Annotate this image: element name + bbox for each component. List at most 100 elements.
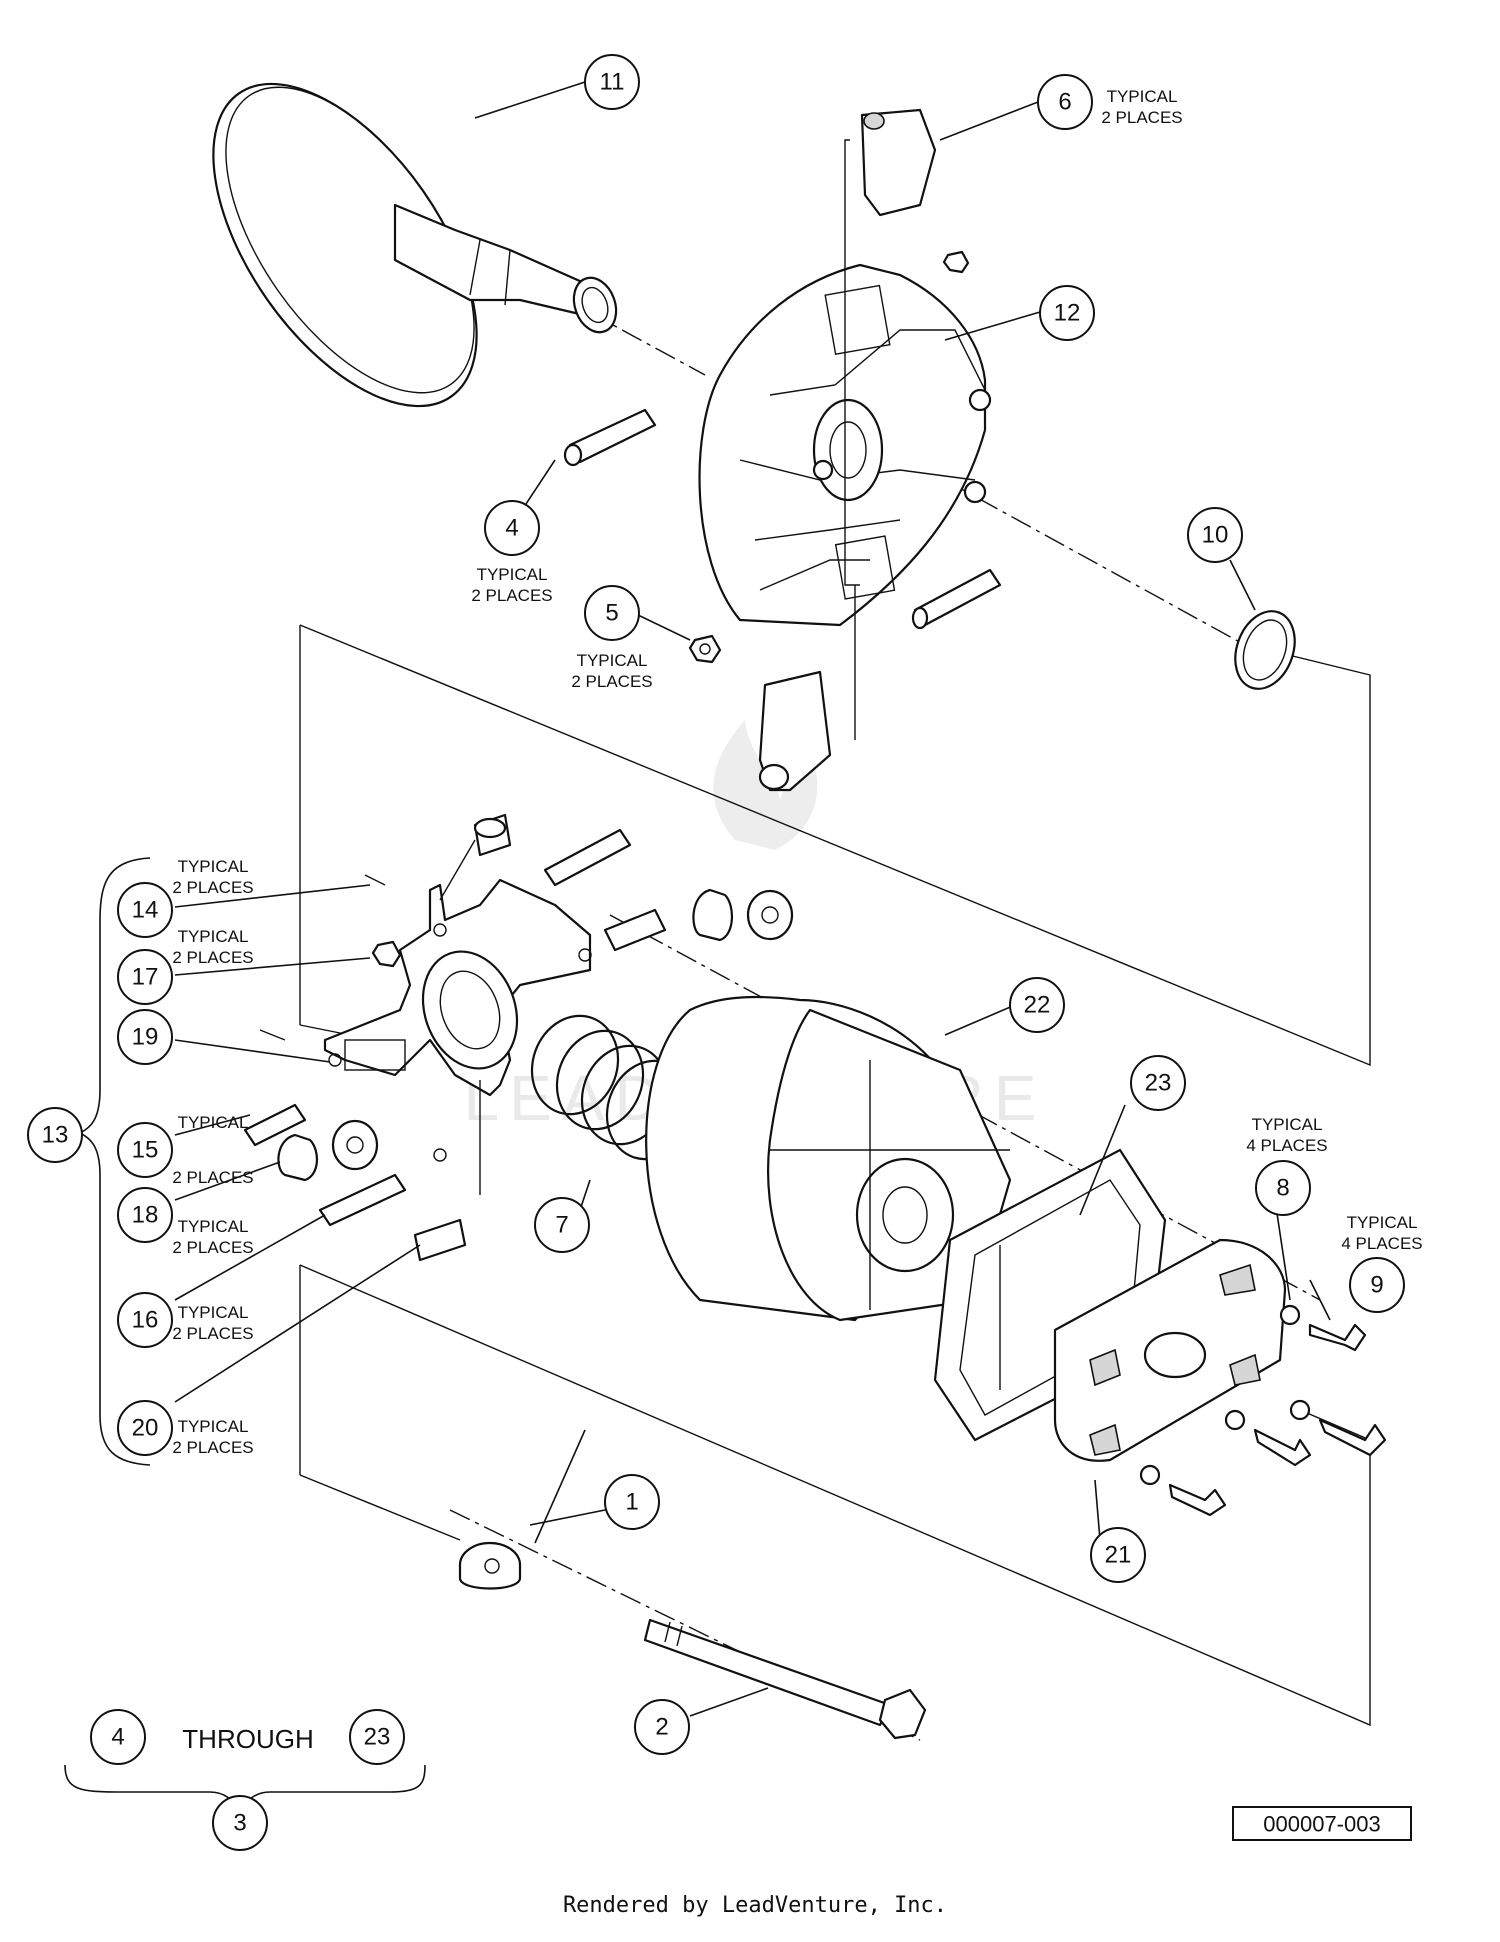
callout-19[interactable]: 19 [117, 1009, 173, 1065]
svg-text:2 PLACES: 2 PLACES [571, 672, 652, 691]
part-10-o-ring [1234, 610, 1296, 690]
svg-text:TYPICAL: TYPICAL [1347, 1213, 1418, 1232]
svg-text:12: 12 [1054, 300, 1081, 327]
note-15-typical: TYPICAL 2 PLACES [172, 1113, 253, 1187]
callout-15[interactable]: 15 [117, 1122, 173, 1178]
svg-text:23: 23 [364, 1724, 391, 1751]
note-4-typical: TYPICAL 2 PLACES [471, 565, 552, 605]
svg-text:2 PLACES: 2 PLACES [471, 586, 552, 605]
callout-21[interactable]: 21 [1090, 1527, 1146, 1583]
footer-credit: Rendered by LeadVenture, Inc. [563, 1893, 947, 1918]
svg-text:TYPICAL: TYPICAL [178, 927, 249, 946]
part-21-end-plate [1053, 1238, 1287, 1462]
parts-1-2-spacer-bolt [458, 1541, 927, 1740]
svg-text:5: 5 [605, 600, 618, 627]
svg-text:2 PLACES: 2 PLACES [172, 948, 253, 967]
svg-text:2 PLACES: 2 PLACES [172, 1168, 253, 1187]
note-16-typical: TYPICAL 2 PLACES [172, 1303, 253, 1343]
leader-lines [174, 81, 1331, 1717]
note-14-typical: TYPICAL 2 PLACES [172, 857, 253, 897]
svg-text:11: 11 [600, 69, 625, 96]
part-12-movable-sheave [698, 263, 992, 627]
svg-text:14: 14 [132, 897, 159, 924]
callout-13[interactable]: 13 [27, 1107, 83, 1163]
callout-6[interactable]: 6 [1037, 74, 1093, 130]
callout-2[interactable]: 2 [634, 1699, 690, 1755]
svg-text:2 PLACES: 2 PLACES [172, 1324, 253, 1343]
svg-text:TYPICAL: TYPICAL [178, 1113, 249, 1132]
svg-text:23: 23 [1145, 1070, 1172, 1097]
svg-text:TYPICAL: TYPICAL [178, 857, 249, 876]
drawing-number: 000007-003 [1263, 1812, 1380, 1837]
callout-12[interactable]: 12 [1039, 285, 1095, 341]
svg-text:9: 9 [1370, 1272, 1383, 1299]
svg-text:4: 4 [111, 1724, 124, 1751]
svg-text:19: 19 [132, 1024, 159, 1051]
callout-10[interactable]: 10 [1187, 507, 1243, 563]
callout-5[interactable]: 5 [584, 585, 640, 641]
svg-text:16: 16 [132, 1307, 159, 1334]
svg-text:TYPICAL: TYPICAL [1107, 87, 1178, 106]
callout-20[interactable]: 20 [117, 1400, 173, 1456]
spider-hardware [243, 813, 794, 1262]
callout-22[interactable]: 22 [1009, 977, 1065, 1033]
part-13-spider [323, 839, 592, 1195]
callout-11[interactable]: 11 [584, 54, 640, 110]
note-20-typical: TYPICAL 2 PLACES [172, 1417, 253, 1457]
svg-text:15: 15 [132, 1137, 159, 1164]
part-22-cover [645, 995, 1012, 1322]
svg-text:4: 4 [505, 515, 518, 542]
callout-16[interactable]: 16 [117, 1292, 173, 1348]
svg-text:22: 22 [1024, 992, 1051, 1019]
callout-23-through[interactable]: 23 [349, 1709, 405, 1765]
callout-1[interactable]: 1 [604, 1474, 660, 1530]
callout-17[interactable]: 17 [117, 949, 173, 1005]
callout-7[interactable]: 7 [534, 1197, 590, 1253]
svg-text:TYPICAL: TYPICAL [1252, 1115, 1323, 1134]
svg-text:6: 6 [1058, 89, 1071, 116]
note-17-typical: TYPICAL 2 PLACES [172, 927, 253, 967]
callout-23[interactable]: 23 [1130, 1055, 1186, 1111]
callout-14[interactable]: 14 [117, 882, 173, 938]
note-9-typical: TYPICAL 4 PLACES [1341, 1213, 1422, 1253]
through-label: THROUGH [182, 1724, 313, 1754]
svg-text:4 PLACES: 4 PLACES [1246, 1136, 1327, 1155]
drawing-number-box: 000007-003 [1232, 1806, 1412, 1841]
svg-text:3: 3 [233, 1810, 246, 1837]
callout-4-through[interactable]: 4 [90, 1709, 146, 1765]
svg-text:18: 18 [132, 1202, 159, 1229]
svg-text:2 PLACES: 2 PLACES [172, 878, 253, 897]
note-6-typical: TYPICAL 2 PLACES [1101, 87, 1182, 127]
svg-text:10: 10 [1202, 522, 1229, 549]
svg-text:1: 1 [625, 1489, 638, 1516]
svg-text:7: 7 [555, 1212, 568, 1239]
callout-8[interactable]: 8 [1255, 1160, 1311, 1216]
callout-9[interactable]: 9 [1349, 1257, 1405, 1313]
callout-18[interactable]: 18 [117, 1187, 173, 1243]
svg-text:TYPICAL: TYPICAL [477, 565, 548, 584]
svg-text:TYPICAL: TYPICAL [577, 651, 648, 670]
svg-text:20: 20 [132, 1415, 159, 1442]
svg-text:17: 17 [132, 964, 159, 991]
assembly-note: 4 THROUGH 23 3 [90, 1709, 405, 1851]
svg-text:TYPICAL: TYPICAL [178, 1303, 249, 1322]
svg-text:TYPICAL: TYPICAL [178, 1417, 249, 1436]
svg-text:4 PLACES: 4 PLACES [1341, 1234, 1422, 1253]
svg-text:21: 21 [1105, 1542, 1132, 1569]
part-11-fixed-sheave [212, 82, 618, 408]
note-18-typical: TYPICAL 2 PLACES [172, 1217, 253, 1257]
svg-text:8: 8 [1276, 1175, 1289, 1202]
svg-text:2 PLACES: 2 PLACES [172, 1238, 253, 1257]
svg-text:13: 13 [42, 1122, 69, 1149]
svg-text:2: 2 [655, 1714, 668, 1741]
parts-8-9-washers-bolts [1139, 1304, 1387, 1517]
note-5-typical: TYPICAL 2 PLACES [571, 651, 652, 691]
callout-3[interactable]: 3 [212, 1795, 268, 1851]
svg-text:2 PLACES: 2 PLACES [172, 1438, 253, 1457]
note-8-typical: TYPICAL 4 PLACES [1246, 1115, 1327, 1155]
hardware-upper [563, 250, 1002, 664]
svg-text:2 PLACES: 2 PLACES [1101, 108, 1182, 127]
part-6-weights [758, 108, 937, 792]
callout-4[interactable]: 4 [484, 500, 540, 556]
